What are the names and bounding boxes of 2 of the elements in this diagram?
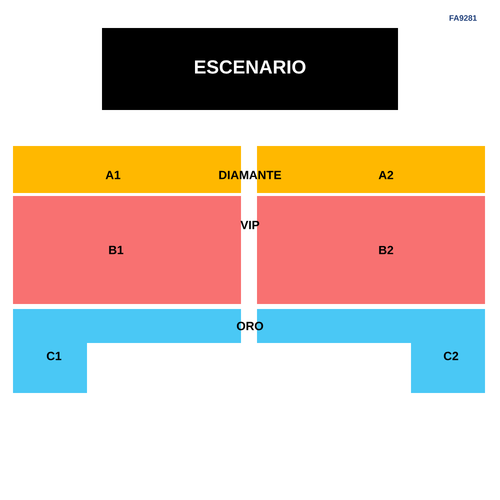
stage-box: ESCENARIO	[102, 28, 398, 110]
seating-section: B1	[13, 196, 241, 304]
